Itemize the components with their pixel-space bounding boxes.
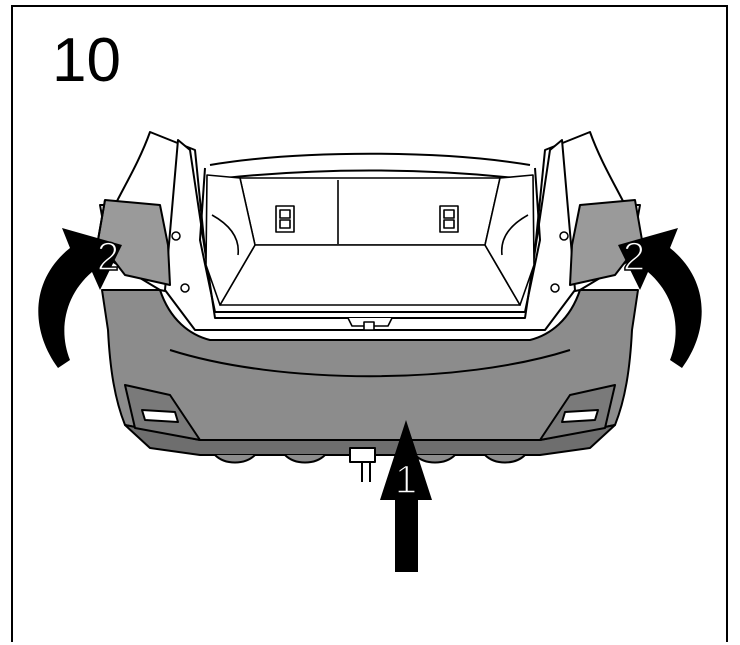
push-arrow: 1	[380, 420, 432, 572]
step-number: 10	[52, 26, 121, 95]
pull-arrow-right: 2	[618, 228, 702, 368]
panel-frame	[11, 5, 728, 642]
pull-arrow-right-label: 2	[623, 235, 645, 279]
rear-bumper	[101, 289, 639, 482]
push-arrow-label: 1	[395, 458, 417, 502]
pull-arrow-left-label: 2	[97, 235, 119, 279]
tail-lights	[97, 199, 643, 286]
pull-arrow-left: 2	[38, 228, 122, 368]
cargo-opening	[199, 152, 541, 313]
cargo-area	[205, 174, 535, 331]
mounting-screws	[171, 231, 569, 293]
